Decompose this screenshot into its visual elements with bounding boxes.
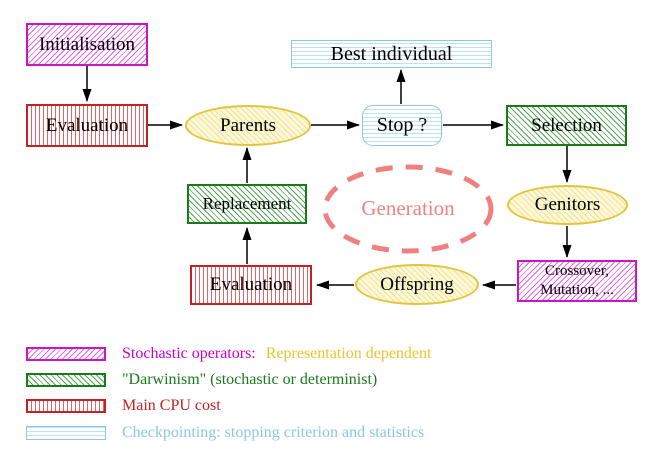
node-best-individual: Best individual xyxy=(291,40,492,68)
legend-swatch-cyan-stripes xyxy=(26,425,106,440)
node-initialisation: Initialisation xyxy=(26,23,148,66)
node-parents-label: Parents xyxy=(220,114,276,136)
node-initialisation-label: Initialisation xyxy=(38,33,136,55)
node-stop-label: Stop ? xyxy=(376,114,428,136)
legend-swatch-red-stripes xyxy=(26,398,106,413)
legend-swatch-magenta-hatch xyxy=(26,346,106,361)
legend-row-cpu-cost: Main CPU cost xyxy=(26,396,221,414)
node-selection-label: Selection xyxy=(531,114,602,136)
node-replacement: Replacement xyxy=(187,184,307,224)
node-parents: Parents xyxy=(185,105,311,146)
node-evaluation-top-label: Evaluation xyxy=(45,114,129,136)
node-genitors-label: Genitors xyxy=(534,194,601,216)
edge-arrows xyxy=(82,66,572,290)
legend-row-checkpointing: Checkpointing: stopping criterion and st… xyxy=(26,423,425,441)
generation-dashed-ellipse xyxy=(322,164,494,254)
legend-swatch-green-hatch xyxy=(26,372,106,387)
node-replacement-label: Replacement xyxy=(202,194,292,214)
node-evaluation-bottom: Evaluation xyxy=(190,265,312,305)
node-crossover-line2: Mutation, ... xyxy=(540,282,614,298)
node-crossover-mutation: Crossover, Mutation, ... xyxy=(517,260,637,302)
node-offspring: Offspring xyxy=(355,264,479,305)
legend-row-darwinism: "Darwinism" (stochastic or determinist) xyxy=(26,370,378,388)
node-evaluation-bottom-label: Evaluation xyxy=(209,274,293,296)
node-best-individual-label: Best individual xyxy=(330,42,453,65)
legend-label-stochastic-text: Stochastic operators: xyxy=(122,344,256,362)
node-genitors: Genitors xyxy=(507,185,628,225)
generation-label: Generation xyxy=(361,196,455,220)
legend-label-darwinism: "Darwinism" (stochastic or determinist) xyxy=(122,370,378,388)
legend-label-cpu-cost: Main CPU cost xyxy=(122,396,221,414)
legend-row-stochastic: Stochastic operators: Representation dep… xyxy=(26,345,431,363)
node-offspring-label: Offspring xyxy=(380,273,454,295)
legend-label-stochastic: Stochastic operators: Representation dep… xyxy=(122,345,431,363)
legend-label-checkpointing: Checkpointing: stopping criterion and st… xyxy=(122,423,425,441)
node-selection: Selection xyxy=(506,105,627,146)
node-stop: Stop ? xyxy=(362,105,442,146)
node-crossover-line1: Crossover, xyxy=(545,262,609,279)
legend-label-representation-text: Representation dependent xyxy=(265,344,432,362)
node-evaluation-top: Evaluation xyxy=(26,104,148,147)
